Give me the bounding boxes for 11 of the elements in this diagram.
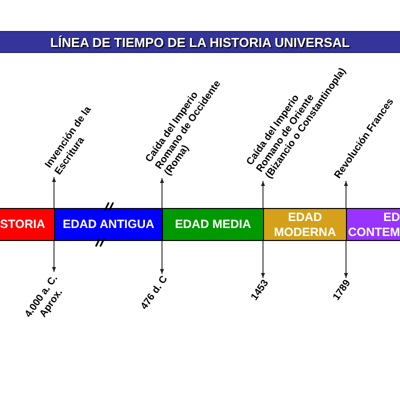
period-box	[263, 208, 346, 241]
period-name: ED CONTEM	[347, 210, 400, 239]
period-name: EDAD MODERNA	[273, 210, 337, 239]
period-box	[54, 208, 162, 241]
period-name: EDAD MEDIA	[174, 217, 252, 232]
period-name: STORIA	[0, 217, 46, 232]
period-name: EDAD ANTIGUA	[62, 217, 156, 232]
title-text: LÍNEA DE TIEMPO DE LA HISTORIA UNIVERSAL	[50, 34, 350, 50]
period-box	[162, 208, 263, 241]
date-label: 476 d. C	[139, 274, 170, 312]
period-box	[0, 208, 54, 241]
